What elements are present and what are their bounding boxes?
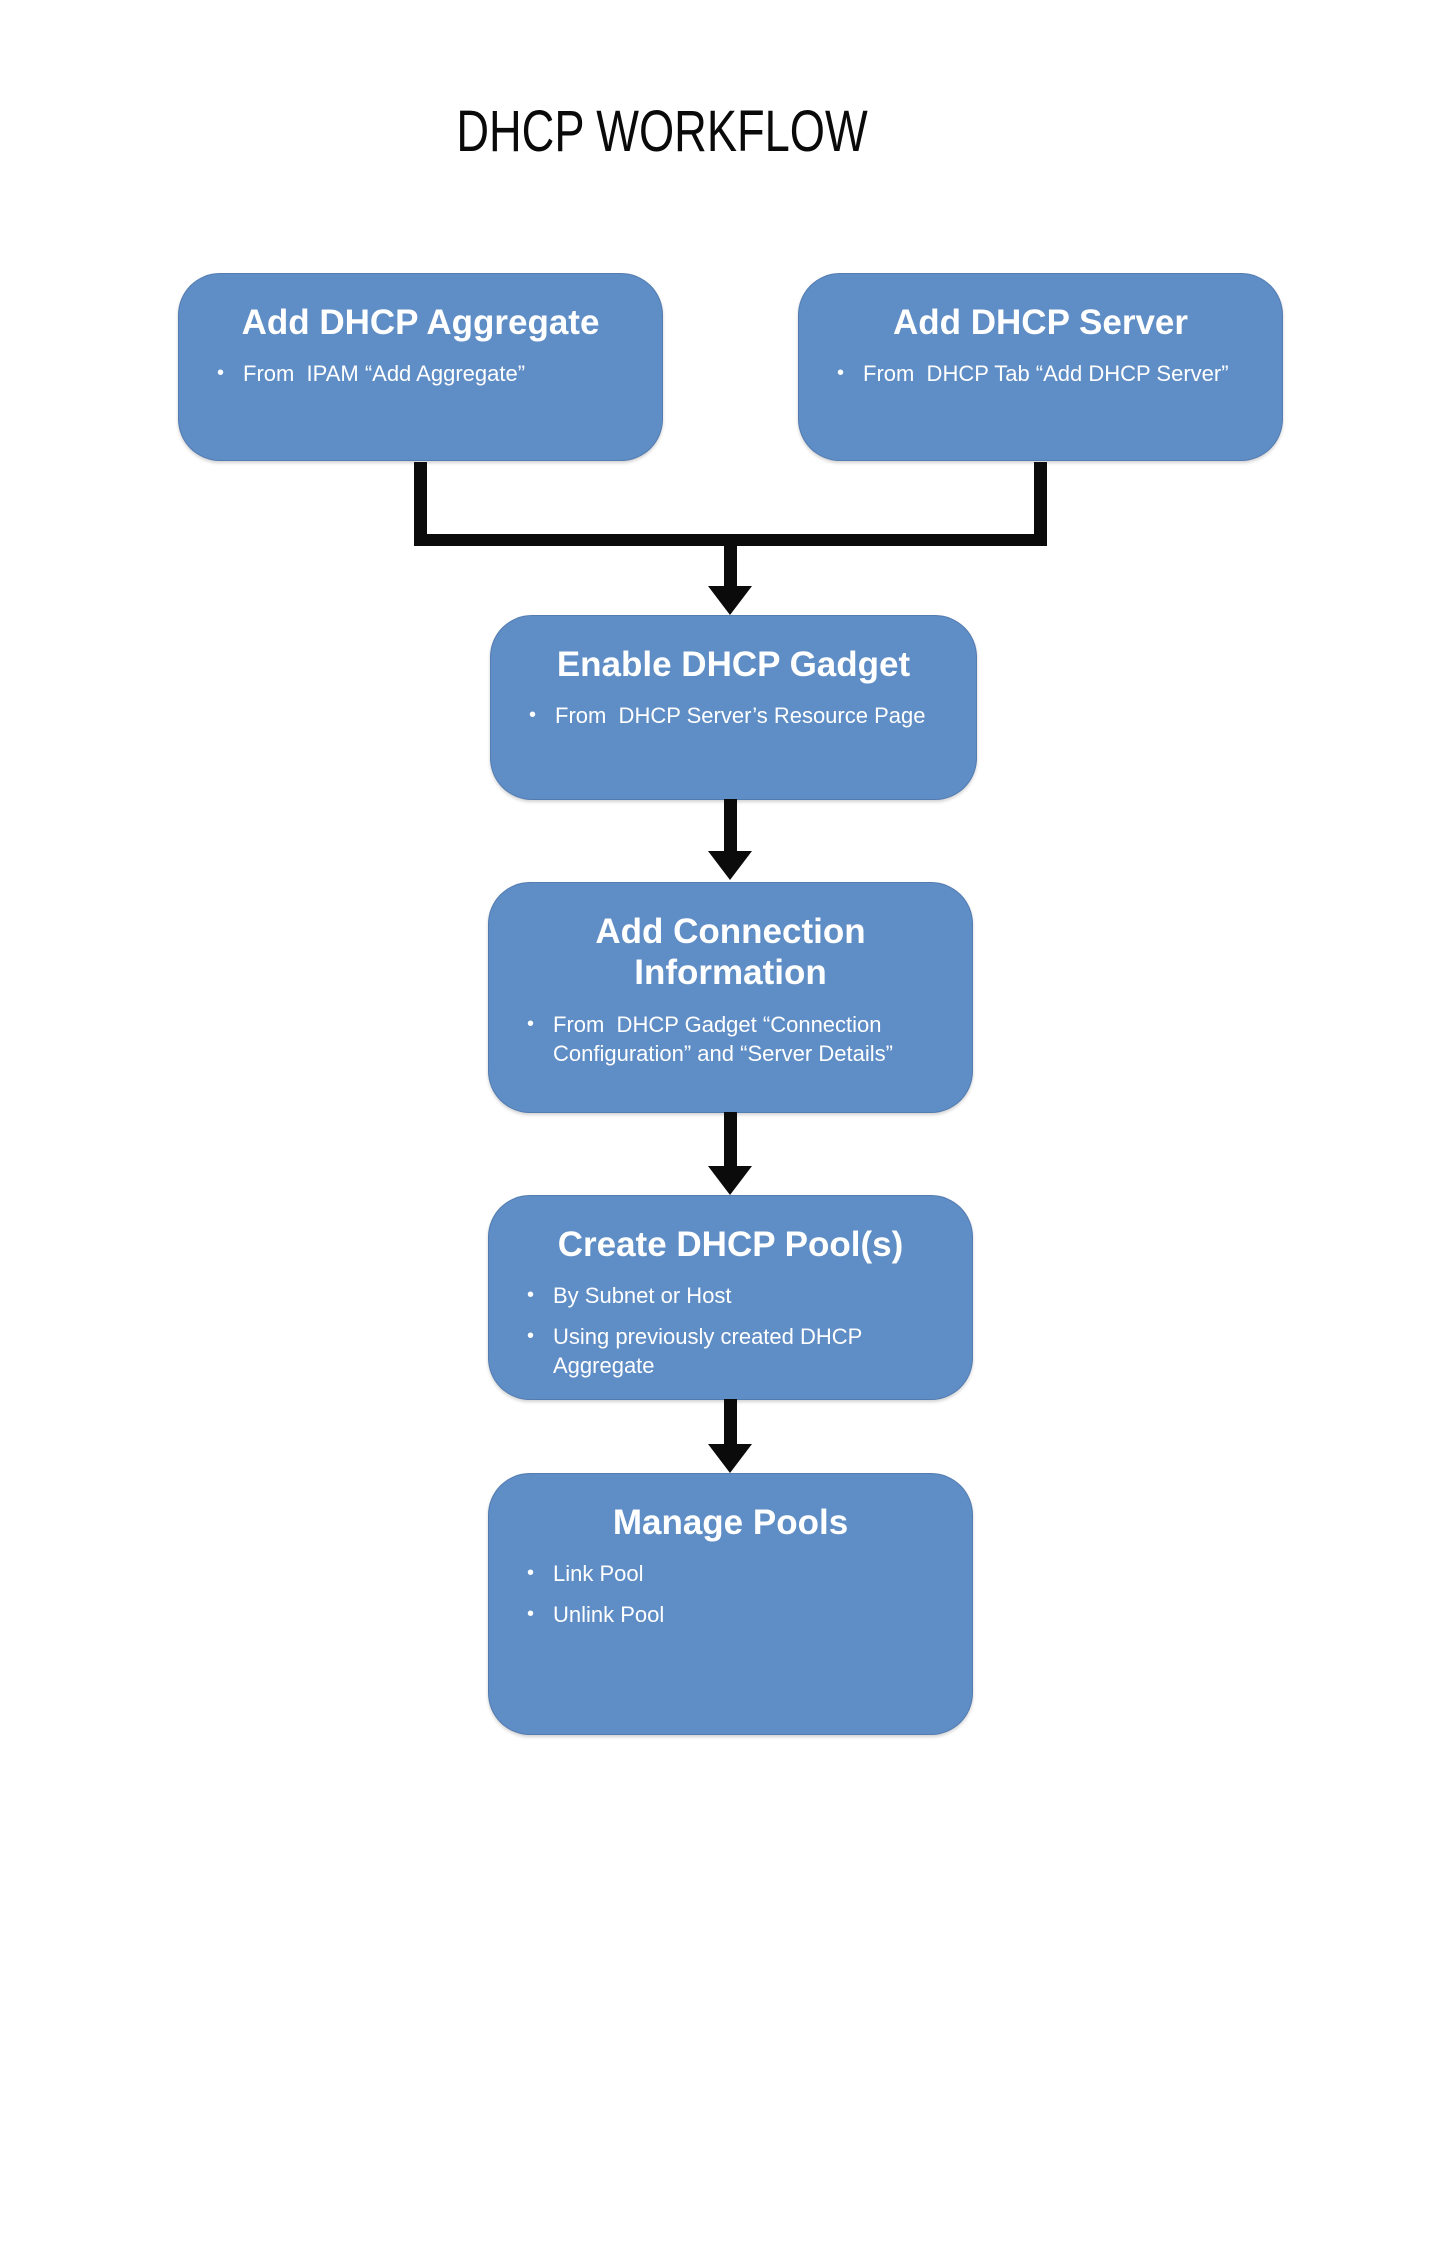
arrow-down-icon bbox=[708, 1444, 752, 1473]
arrow-shaft bbox=[724, 799, 737, 852]
node-title: Enable DHCP Gadget bbox=[556, 645, 911, 684]
node-title: Add Connection Information bbox=[595, 912, 866, 993]
node-bullet-list: From DHCP Tab “Add DHCP Server” bbox=[799, 359, 1282, 388]
bullet-item: By Subnet or Host bbox=[525, 1281, 944, 1310]
arrow-shaft bbox=[724, 1112, 737, 1167]
node-title: Add DHCP Aggregate bbox=[241, 303, 600, 342]
node-bullet-list: From DHCP Gadget “Connection Configurati… bbox=[489, 1010, 972, 1068]
node-title: Manage Pools bbox=[612, 1503, 849, 1542]
bullet-item: Link Pool bbox=[525, 1559, 944, 1588]
bullet-item: From DHCP Gadget “Connection Configurati… bbox=[525, 1010, 944, 1068]
node-bullet-list: From IPAM “Add Aggregate” bbox=[179, 359, 662, 388]
node-bullet-list: From DHCP Server’s Resource Page bbox=[491, 701, 976, 730]
node-title: Add DHCP Server bbox=[892, 303, 1188, 342]
node-create-dhcp-pools: Create DHCP Pool(s) By Subnet or Host Us… bbox=[488, 1195, 973, 1400]
connector-merge-bar bbox=[414, 534, 1047, 546]
bullet-item: From DHCP Tab “Add DHCP Server” bbox=[835, 359, 1254, 388]
connector-left-vertical bbox=[414, 462, 427, 546]
node-enable-dhcp-gadget: Enable DHCP Gadget From DHCP Server’s Re… bbox=[490, 615, 977, 800]
page-title: DHCP WORKFLOW bbox=[398, 103, 925, 161]
page-title-text: DHCP WORKFLOW bbox=[456, 99, 868, 164]
connector-right-vertical bbox=[1034, 462, 1047, 546]
node-title: Create DHCP Pool(s) bbox=[557, 1225, 904, 1264]
bullet-item: From DHCP Server’s Resource Page bbox=[527, 701, 948, 730]
arrow-shaft bbox=[724, 546, 737, 588]
node-add-dhcp-aggregate: Add DHCP Aggregate From IPAM “Add Aggreg… bbox=[178, 273, 663, 461]
arrow-down-icon bbox=[708, 851, 752, 880]
node-add-dhcp-server: Add DHCP Server From DHCP Tab “Add DHCP … bbox=[798, 273, 1283, 461]
bullet-item: Using previously created DHCP Aggregate bbox=[525, 1322, 944, 1380]
arrow-down-icon bbox=[708, 1166, 752, 1195]
arrow-down-icon bbox=[708, 586, 752, 615]
arrow-shaft bbox=[724, 1399, 737, 1445]
bullet-item: From IPAM “Add Aggregate” bbox=[215, 359, 634, 388]
node-manage-pools: Manage Pools Link Pool Unlink Pool bbox=[488, 1473, 973, 1735]
bullet-item: Unlink Pool bbox=[525, 1600, 944, 1629]
node-bullet-list: Link Pool Unlink Pool bbox=[489, 1559, 972, 1629]
node-bullet-list: By Subnet or Host Using previously creat… bbox=[489, 1281, 972, 1380]
node-add-connection-information: Add Connection Information From DHCP Gad… bbox=[488, 882, 973, 1113]
